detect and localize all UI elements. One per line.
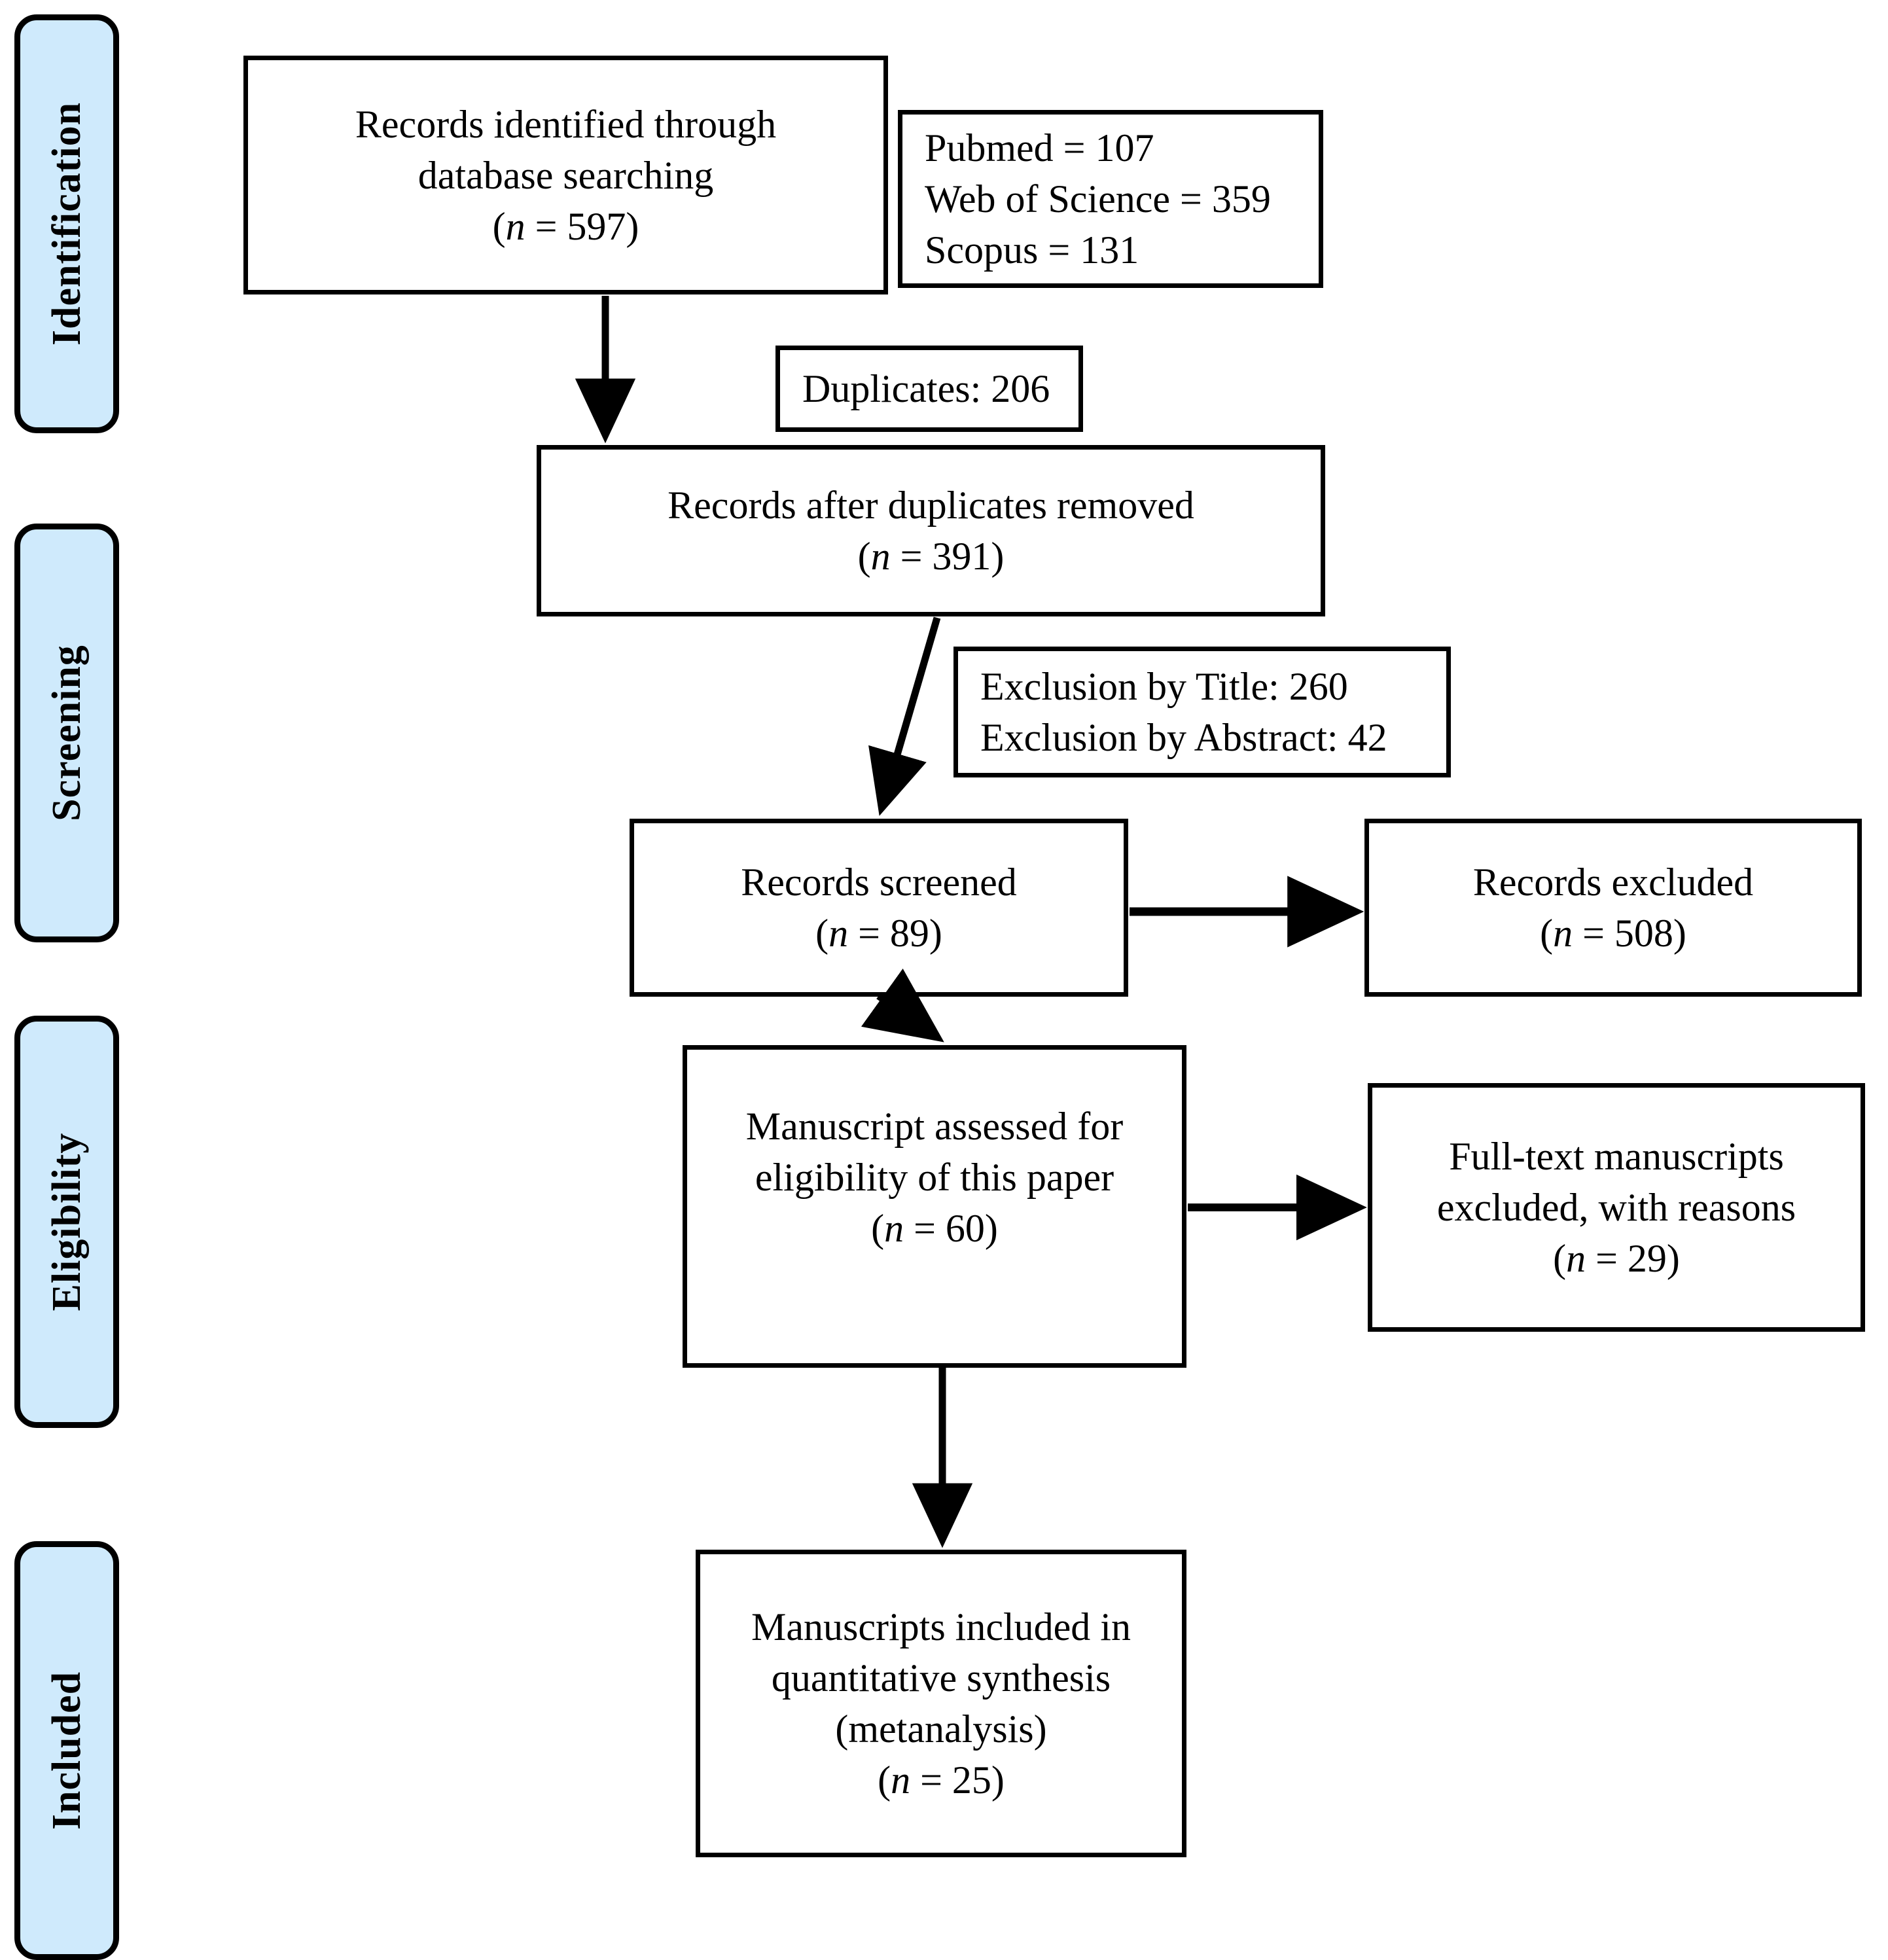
- count-value: = 508): [1573, 912, 1686, 955]
- count-n-symbol: n: [505, 204, 525, 248]
- count-value: = 597): [525, 204, 639, 248]
- box-records-identified: Records identified through database sear…: [243, 56, 888, 294]
- count-n-symbol: n: [870, 535, 891, 578]
- stage-pill-included: Included: [14, 1541, 119, 1960]
- manuscripts-included-line1: Manuscripts included in: [751, 1605, 1131, 1648]
- manuscript-eligibility-line1: Manuscript assessed for: [745, 1105, 1124, 1148]
- manuscripts-included-count: (n = 25): [878, 1755, 1005, 1806]
- duplicates-line1: Duplicates: 206: [802, 367, 1050, 410]
- box-manuscripts-included: Manuscripts included in quantitative syn…: [696, 1550, 1186, 1857]
- fulltext-excluded-line1: Full-text manuscripts: [1449, 1135, 1784, 1178]
- manuscript-eligibility-count: (n = 60): [871, 1203, 998, 1254]
- count-open-paren: (: [878, 1758, 891, 1802]
- fulltext-excluded-count: (n = 29): [1553, 1233, 1680, 1284]
- fulltext-excluded-line2: excluded, with reasons: [1436, 1186, 1796, 1229]
- exclusion-reasons-line2: Exclusion by Abstract: 42: [980, 716, 1387, 759]
- box-records-after-duplicates: Records after duplicates removed (n = 39…: [537, 445, 1325, 616]
- count-open-paren: (: [871, 1207, 885, 1250]
- records-after-duplicates-count: (n = 391): [858, 531, 1005, 582]
- records-screened-count: (n = 89): [815, 908, 942, 959]
- count-value: = 391): [890, 535, 1005, 578]
- box-database-breakdown: Pubmed = 107 Web of Science = 359 Scopus…: [898, 110, 1323, 288]
- exclusion-reasons-line1: Exclusion by Title: 260: [980, 665, 1348, 708]
- count-value: = 29): [1586, 1237, 1680, 1280]
- count-value: = 25): [910, 1758, 1005, 1802]
- manuscript-eligibility-line2: eligibility of this paper: [755, 1156, 1114, 1199]
- stage-label-included: Included: [45, 1671, 89, 1830]
- count-n-symbol: n: [1553, 912, 1573, 955]
- records-excluded-line1: Records excluded: [1472, 861, 1754, 904]
- count-n-symbol: n: [884, 1207, 904, 1250]
- stage-label-screening: Screening: [45, 645, 89, 821]
- count-open-paren: (: [492, 204, 506, 248]
- box-duplicates: Duplicates: 206: [775, 346, 1083, 432]
- database-breakdown-line1: Pubmed = 107: [925, 126, 1154, 169]
- box-records-excluded: Records excluded (n = 508): [1364, 819, 1862, 997]
- count-n-symbol: n: [828, 912, 849, 955]
- box-exclusion-reasons: Exclusion by Title: 260 Exclusion by Abs…: [953, 647, 1451, 777]
- arrow-after-duplicates-to-screened: [868, 616, 941, 816]
- database-breakdown-line2: Web of Science = 359: [925, 177, 1271, 221]
- count-n-symbol: n: [891, 1758, 911, 1802]
- box-fulltext-excluded: Full-text manuscripts excluded, with rea…: [1368, 1083, 1865, 1332]
- stage-pill-identification: Identification: [14, 14, 119, 433]
- count-open-paren: (: [1553, 1237, 1567, 1280]
- database-breakdown-line3: Scopus = 131: [925, 228, 1139, 272]
- records-identified-count: (n = 597): [493, 201, 639, 252]
- manuscripts-included-line3: (metanalysis): [835, 1707, 1047, 1751]
- box-records-screened: Records screened (n = 89): [630, 819, 1128, 997]
- records-after-duplicates-line1: Records after duplicates removed: [668, 484, 1194, 527]
- records-identified-line1: Records identified through: [355, 102, 777, 146]
- stage-pill-screening: Screening: [14, 524, 119, 942]
- count-open-paren: (: [815, 912, 829, 955]
- arrow-screened-to-eligibility: [861, 969, 944, 1042]
- count-value: = 89): [848, 912, 942, 955]
- box-manuscript-eligibility: Manuscript assessed for eligibility of t…: [683, 1045, 1186, 1368]
- stage-label-identification: Identification: [45, 101, 89, 346]
- records-identified-line2: database searching: [418, 153, 714, 197]
- records-screened-line1: Records screened: [741, 861, 1017, 904]
- records-excluded-count: (n = 508): [1540, 908, 1686, 959]
- stage-pill-eligibility: Eligibility: [14, 1016, 119, 1428]
- count-n-symbol: n: [1566, 1237, 1586, 1280]
- count-open-paren: (: [857, 535, 871, 578]
- manuscripts-included-line2: quantitative synthesis: [771, 1656, 1111, 1700]
- count-open-paren: (: [1540, 912, 1554, 955]
- count-value: = 60): [904, 1207, 998, 1250]
- stage-label-eligibility: Eligibility: [45, 1132, 89, 1311]
